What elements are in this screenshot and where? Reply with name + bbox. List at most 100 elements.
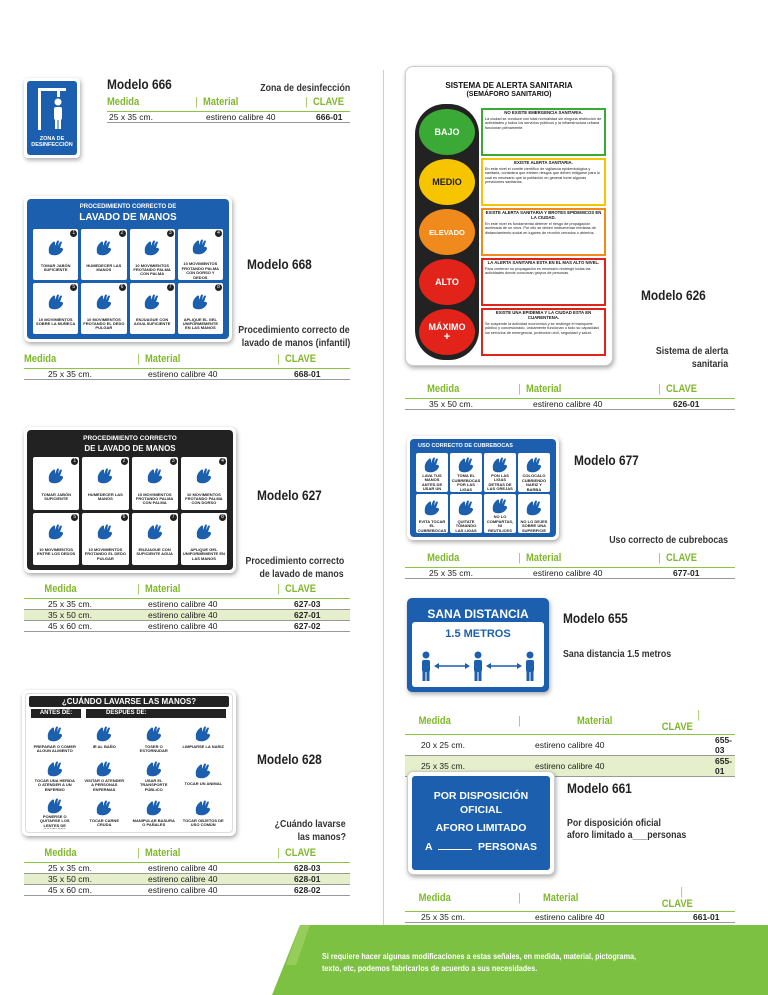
sign-626-image: SISTEMA DE ALERTA SANITARIA (SEMÁFORO SA…	[405, 66, 613, 366]
alert-level-heading: LA ALERTA SANITARIA ESTA EN EL MAS ALTO …	[487, 260, 600, 265]
pictogram-cell: TOCAR UNA HERIDA O ATENDER A UN ENFERMO	[31, 757, 79, 792]
pictogram-cell: QUITATE TOMANDO LAS LIGAS	[450, 494, 482, 533]
traffic-light-3: ELEVADO	[419, 209, 475, 255]
sign-661-l4b: PERSONAS	[478, 841, 537, 853]
step-number: 7	[169, 513, 177, 521]
sign-626-title2: (SEMÁFORO SANITARIO)	[466, 91, 552, 98]
traffic-light-label: BAJO	[434, 127, 460, 137]
model-661-desc2: aforo limitado a___personas	[567, 830, 687, 841]
sign-627-image: PROCEDIMIENTO CORRECTO DE LAVADO DE MANO…	[24, 427, 236, 573]
pictogram-cell: NO LO DEJES SOBRE UNA SUPERFICIE	[518, 494, 550, 533]
model-628-desc1: ¿Cuándo lavarse	[275, 819, 346, 830]
model-666-desc: Zona de desinfección	[260, 83, 350, 94]
sign-627-title2: DE LAVADO DE MANOS	[84, 444, 176, 453]
sign-661-l1: POR DISPOSICIÓN	[433, 790, 529, 802]
header-material: Material	[202, 96, 239, 109]
header-medida: Medida	[107, 96, 140, 109]
pictogram-caption: ENJUAGUE CON AGUA SUFICIENTE	[133, 316, 171, 326]
model-626-desc1: Sistema de alerta	[655, 346, 728, 357]
traffic-light-label: ELEVADO	[429, 227, 465, 237]
model-627-desc1: Procedimiento correcto	[245, 556, 344, 567]
step-number: 6	[120, 513, 128, 521]
model-661-title: Modelo 661	[567, 780, 632, 796]
step-number: 4	[215, 230, 222, 237]
hand-icon	[453, 456, 479, 474]
model-668-desc2: lavado de manos (infantil)	[241, 338, 350, 349]
pictogram-cell: TOSER O ESTORNUDAR	[130, 720, 178, 755]
column-divider	[383, 70, 384, 930]
model-626-desc2: sanitaria	[691, 359, 728, 370]
hand-icon	[487, 497, 513, 515]
sign-677-image: USO CORRECTO DE CUBREBOCAS LAVA TUS MANO…	[407, 436, 559, 540]
sign-655-title: SANA DISTANCIA	[427, 607, 529, 621]
banner-line2: texto, etc, podemos fabricarlos de acuer…	[322, 963, 538, 973]
pictogram-cell: TOCAR OBJETOS DE USO COMÚN	[179, 794, 227, 829]
three-people-distance-icon	[422, 651, 534, 681]
hand-icon	[36, 797, 74, 815]
pictogram-caption: MANIPULAR BASURA O PAÑALES	[132, 817, 175, 828]
pictogram-caption: 10 MOVIMIENTOS FROTANDO EL DEDO PULGAR	[83, 316, 125, 331]
traffic-light-4: ALTO	[419, 259, 475, 305]
hand-icon	[136, 516, 173, 549]
model-627-desc2: de lavado de manos	[259, 569, 344, 580]
hand-icon	[36, 760, 74, 779]
pictogram-caption: PON LAS LIGAS DETRAS DE LAS OREJAS ELAST…	[487, 473, 513, 492]
hand-icon	[87, 460, 124, 493]
alert-level-text: La ciudad se conduce con total normalida…	[485, 116, 602, 130]
step-number: 8	[215, 284, 222, 291]
table-661: Medida|Material|CLAVE 25 x 35 cm.estiren…	[405, 886, 735, 923]
hand-icon	[521, 456, 547, 474]
alert-level-text: Se suspende la actividad económica y se …	[485, 321, 599, 335]
sign-655-sub: 1.5 METROS	[445, 628, 511, 640]
banner-line1: Si requiere hacer algunas modificaciones…	[322, 951, 637, 961]
pictogram-cell: COLOCALO CUBRIENDO NARIZ Y BARBA	[518, 453, 550, 492]
sign-661-blank	[438, 849, 473, 850]
pictogram-caption: 10 MOVIMIENTOS FROTANDO PALMA CON DORSO …	[181, 261, 220, 280]
pictogram-cell: PONERSE O QUITARSE LOS LENTES DE CONTACT…	[31, 794, 79, 829]
hand-icon	[136, 460, 173, 493]
pictogram-caption: TOCAR CARNE CRUDA	[89, 817, 119, 828]
table-668: Medida|Material|CLAVE 25 x 35 cm.estiren…	[24, 352, 350, 380]
plus-sign: +	[443, 331, 451, 343]
hand-icon	[135, 797, 173, 819]
header-clave: CLAVE	[312, 96, 344, 109]
pictogram-cell: ENJUAGUE CON SUFICIENTE AGUA 7	[131, 512, 178, 565]
shower-person-icon	[38, 88, 66, 130]
model-668-title: Modelo 668	[247, 256, 312, 272]
pictogram-caption: 10 MOVIMIENTOS FROTANDO PALMA CON PALMA	[135, 491, 174, 506]
sign-628-before: ANTES DE:	[31, 709, 81, 718]
alert-level-box: LA ALERTA SANITARIA ESTA EN EL MAS ALTO …	[481, 258, 606, 306]
hand-icon	[86, 232, 122, 264]
sign-661-l3: AFORO LIMITADO	[435, 822, 527, 834]
pictogram-caption: 10 MOVIMIENTOS FROTANDO PALMA CON DORSO	[185, 491, 223, 506]
pictogram-caption: ENJUAGUE CON SUFICIENTE AGUA	[136, 547, 173, 557]
alert-level-heading: EXISTE UNA EPIDEMIA Y LA CIUDAD ESTA EN …	[495, 310, 592, 320]
model-627-title: Modelo 627	[257, 487, 322, 503]
step-number: 5	[70, 284, 78, 291]
step-number: 8	[219, 513, 226, 521]
pictogram-caption: 10 MOVIMIENTOS FROTANDO EL DEDO PULGAR	[84, 547, 126, 561]
sign-628-image: ¿CUÁNDO LAVARSE LAS MANOS? ANTES DE: DES…	[22, 690, 236, 836]
pictogram-caption: TOMAR JABÓN SUFICIENTE	[40, 262, 71, 272]
traffic-light-2: MEDIO	[419, 159, 475, 205]
step-number: 1	[71, 458, 79, 465]
pictogram-cell: EVITA TOCAR EL CUBREBOCAS	[416, 494, 448, 533]
sign-661-l2: OFICIAL	[460, 804, 502, 816]
pictogram-caption: EVITA TOCAR EL CUBREBOCAS	[417, 518, 447, 533]
pictogram-cell: 10 MOVIMIENTOS FROTANDO EL DEDO PULGAR 6	[82, 512, 129, 565]
sign-668-image: PROCEDIMIENTO CORRECTO DE LAVADO DE MANO…	[24, 196, 232, 342]
pictogram-caption: APLIQUE EL GEL UNIFORMEMENTE EN LAS MANO…	[182, 316, 219, 331]
hand-icon	[85, 760, 123, 779]
pictogram-caption: IR AL BAÑO	[92, 743, 116, 749]
traffic-light-5: MÁXIMO+	[419, 309, 475, 355]
step-number: 5	[71, 513, 79, 521]
hand-icon	[521, 497, 547, 520]
step-number: 2	[118, 230, 126, 237]
